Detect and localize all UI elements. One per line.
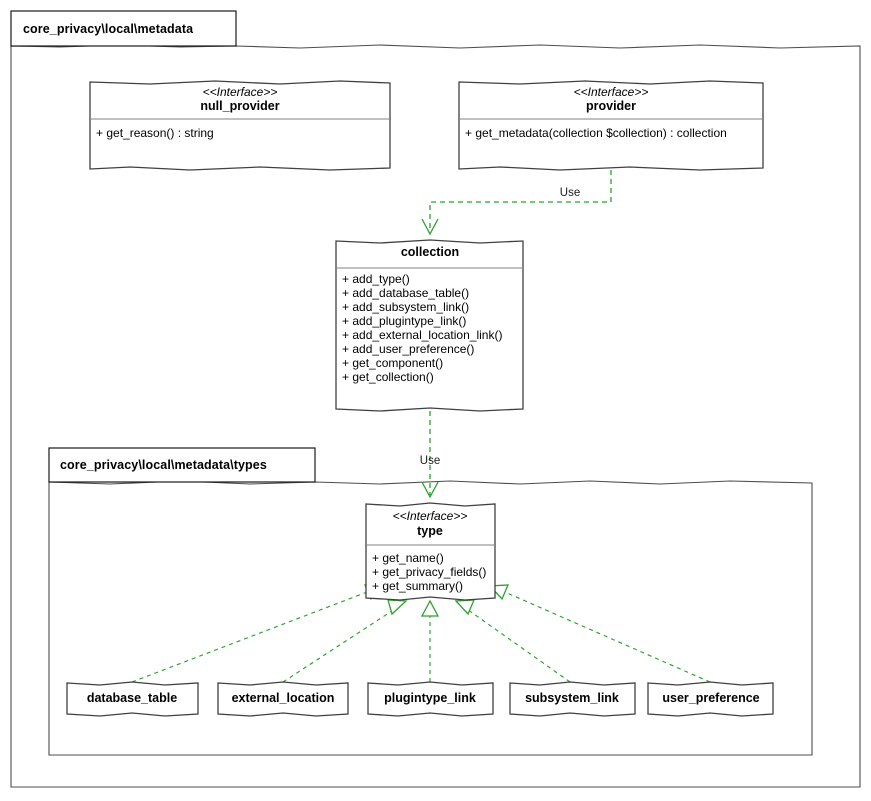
class-plugintype_link[interactable]: plugintype_link [367, 681, 494, 717]
class-external_location[interactable]: external_location [217, 681, 349, 717]
class-database_table-name: database_table [87, 691, 177, 705]
relationship-plugintype_link-realizes-type [420, 599, 440, 682]
class-collection[interactable]: collection + add_type() + add_database_t… [335, 239, 524, 412]
class-collection-member-0: + add_type() [342, 272, 410, 286]
class-collection-member-2: + add_subsystem_link() [342, 300, 469, 314]
class-subsystem_link-name: subsystem_link [525, 691, 619, 705]
class-user_preference[interactable]: user_preference [647, 681, 774, 717]
class-type-stereotype: <<Interface>> [393, 509, 468, 523]
class-collection-member-6: + get_component() [342, 356, 443, 370]
relationship-collection-uses-type [421, 411, 439, 499]
package-label-inner: core_privacy\local\metadata\types [60, 458, 267, 472]
relationship-external_location-realizes-type [282, 599, 408, 683]
package-inner-tab [48, 447, 316, 483]
class-null_provider[interactable]: <<Interface>> null_provider + get_reason… [89, 80, 391, 171]
class-collection-name: collection [401, 245, 459, 259]
class-collection-member-5: + add_user_preference() [342, 342, 474, 356]
class-provider[interactable]: <<Interface>> provider + get_metadata(co… [458, 80, 764, 171]
class-provider-name: provider [586, 99, 636, 113]
class-type-member-2: + get_summary() [372, 579, 463, 593]
class-type-member-1: + get_privacy_fields() [372, 565, 486, 579]
class-collection-member-7: + get_collection() [342, 370, 434, 384]
class-type-member-0: + get_name() [372, 551, 444, 565]
edge-label-collection-uses-type: Use [420, 455, 440, 467]
class-collection-member-1: + add_database_table() [342, 286, 469, 300]
class-collection-member-4: + add_external_location_link() [342, 328, 502, 342]
class-provider-member: + get_metadata(collection $collection) :… [465, 126, 727, 140]
class-null_provider-member: + get_reason() : string [96, 126, 214, 140]
package-label-outer: core_privacy\local\metadata [23, 22, 194, 36]
class-type[interactable]: <<Interface>> type + get_name() + get_pr… [365, 502, 496, 601]
class-plugintype_link-name: plugintype_link [384, 691, 476, 705]
package-outer-tab [10, 10, 237, 47]
class-null_provider-name: null_provider [200, 99, 279, 113]
class-null_provider-stereotype: <<Interface>> [203, 85, 278, 99]
class-provider-stereotype: <<Interface>> [574, 85, 649, 99]
class-user_preference-name: user_preference [662, 691, 759, 705]
class-external_location-name: external_location [232, 691, 335, 705]
class-subsystem_link[interactable]: subsystem_link [509, 681, 636, 717]
class-type-name: type [417, 524, 443, 538]
class-collection-member-3: + add_plugintype_link() [342, 314, 466, 328]
class-database_table[interactable]: database_table [66, 681, 199, 717]
edge-label-provider-uses-collection: Use [560, 187, 580, 199]
relationship-provider-uses-collection [421, 170, 612, 236]
